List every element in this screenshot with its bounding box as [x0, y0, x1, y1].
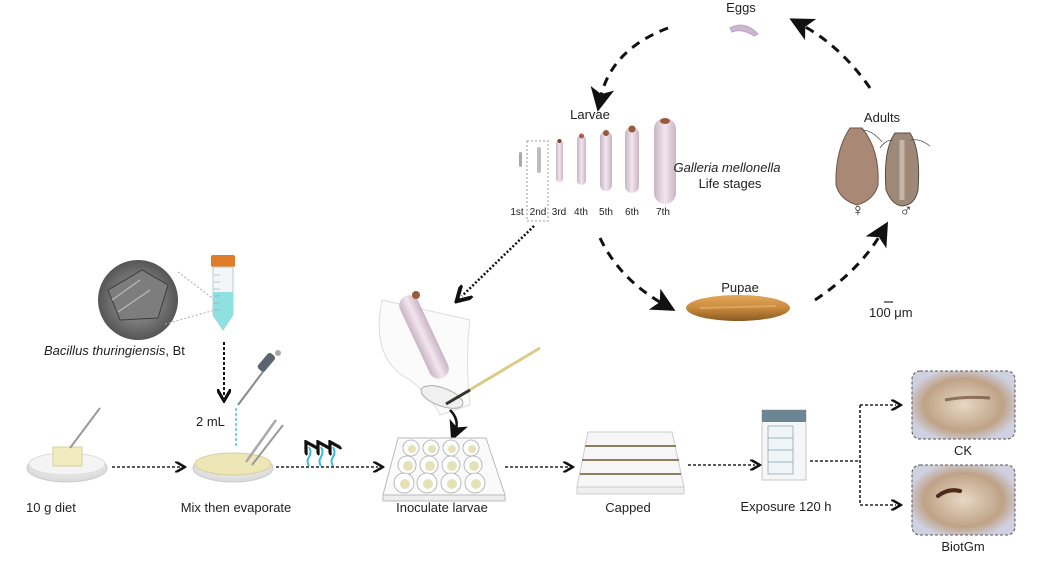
- bt-tube-image: [211, 255, 235, 331]
- cycle-arrow-larvae-to-pupae: [598, 237, 676, 311]
- inoculation-image: [378, 291, 541, 442]
- bt-abbrev: , Bt: [165, 343, 185, 358]
- step-label-capped: Capped: [605, 500, 651, 515]
- species-name: Galleria mellonella: [673, 160, 781, 175]
- instar-label: 2nd: [529, 207, 547, 218]
- branch-arrows: [810, 405, 896, 505]
- mix-dish-image: [192, 419, 284, 483]
- outcome-ck-photo: [911, 370, 1016, 440]
- outcome-biotgm-photo: [911, 464, 1016, 536]
- larvae-label: Larvae: [570, 107, 610, 122]
- incubator-image: [761, 409, 807, 481]
- step-label-diet: 10 g diet: [26, 500, 76, 515]
- instar-label: 4th: [574, 207, 588, 218]
- step-label-inoculate: Inoculate larvae: [396, 500, 488, 515]
- bt-label: Bacillus thuringiensis, Bt: [44, 343, 185, 358]
- instar-label: 3rd: [551, 207, 567, 218]
- instar-1-image: [519, 152, 522, 167]
- eggs-image: [729, 24, 759, 37]
- instar-4-image: [577, 135, 586, 185]
- capped-plate-image: [576, 431, 685, 495]
- selected-instar-box: [526, 140, 549, 222]
- instar-2-image: [537, 147, 541, 173]
- outcome-label-ck: CK: [953, 443, 973, 458]
- cycle-arrow-adults-to-eggs: [789, 18, 872, 89]
- well-plate-image: [382, 437, 506, 502]
- adults-image: [835, 127, 931, 207]
- instar-7-image: [654, 118, 676, 204]
- instar-label: 7th: [656, 207, 670, 218]
- instar-label: 5th: [599, 207, 613, 218]
- cycle-arrow-eggs-to-larvae: [590, 26, 669, 112]
- instar-6-image: [625, 127, 639, 193]
- volume-label: 2 mL: [196, 414, 225, 429]
- cycle-arrow-pupae-to-adults: [814, 221, 889, 302]
- pupae-label: Pupae: [721, 280, 759, 295]
- adults-label: Adults: [863, 110, 901, 125]
- pipette-icon: [237, 350, 281, 406]
- life-stages-caption: Life stages: [698, 176, 762, 191]
- step-label-exposure: Exposure 120 h: [740, 499, 832, 514]
- scale-bar-label: 100 μm: [869, 305, 913, 320]
- diet-dish-image: [26, 407, 108, 483]
- instar-label: 6th: [625, 207, 639, 218]
- male-symbol: ♂: [899, 200, 913, 220]
- arrow-instar-to-inoculation: [462, 225, 535, 296]
- instar-label: 1st: [510, 207, 524, 218]
- larvae-instars: [519, 118, 676, 222]
- evaporation-icon: [308, 447, 335, 467]
- step-label-mix: Mix then evaporate: [180, 500, 292, 515]
- female-symbol: ♀: [851, 200, 865, 220]
- female-moth: [835, 127, 879, 206]
- eggs-label: Eggs: [726, 0, 756, 15]
- outcome-label-biotgm: BiotGm: [941, 539, 985, 554]
- instar-5-image: [600, 131, 612, 191]
- bt-species: Bacillus thuringiensis: [44, 343, 166, 358]
- instar-3-image: [556, 140, 563, 182]
